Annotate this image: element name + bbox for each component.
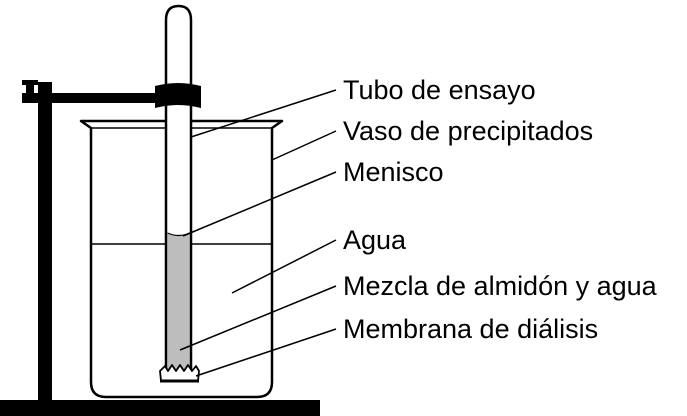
label-meniscus: Menisco	[343, 157, 444, 187]
ring-stand	[0, 80, 320, 416]
label-test-tube: Tubo de ensayo	[343, 75, 536, 105]
leader-dialysis-membrane	[195, 328, 337, 377]
leader-beaker	[271, 130, 337, 161]
leader-meniscus	[182, 171, 337, 237]
leader-lines	[179, 89, 337, 377]
label-water: Agua	[343, 225, 407, 255]
label-beaker: Vaso de precipitados	[343, 116, 593, 146]
dialysis-membrane-shape	[159, 364, 200, 382]
ring-stand-base	[0, 400, 320, 416]
label-starch-water-mixture: Mezcla de almidón y agua	[343, 271, 658, 301]
leader-starch-mixture	[179, 285, 337, 351]
clamp-arm	[22, 93, 172, 103]
clamp-screw-knob	[22, 80, 38, 85]
leader-water	[231, 239, 337, 294]
leader-test-tube	[190, 89, 337, 138]
clamp-screw	[26, 80, 34, 102]
test-tube	[155, 4, 201, 383]
label-dialysis-membrane: Membrana de diálisis	[343, 314, 598, 344]
ring-stand-rod	[38, 82, 52, 402]
starch-mixture-fill	[167, 233, 190, 375]
clamp-band	[155, 83, 201, 108]
